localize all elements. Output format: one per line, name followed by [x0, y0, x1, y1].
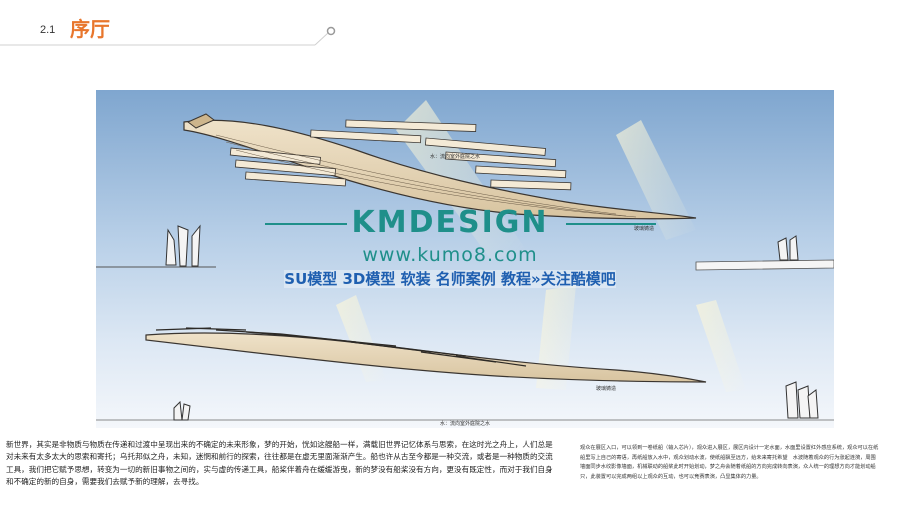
section-number: 2.1 — [40, 24, 56, 36]
slide-header: 2.1 序厅 — [0, 0, 900, 50]
bottom-figure-caption: 水：流向室外庭院之水 — [440, 421, 491, 427]
watermark-right-line — [566, 223, 656, 225]
section-title: 序厅 — [70, 17, 110, 41]
bottom-visitor-figures — [173, 381, 819, 421]
watermark-tagline: SU模型 3D模型 软装 名师案例 教程»关注酷模吧 — [0, 268, 900, 289]
top-ship-sketch — [183, 113, 697, 220]
ship-sketch-illustration — [96, 90, 834, 428]
top-material-label: 玻璃铸造 — [634, 226, 655, 232]
header-divider — [0, 26, 336, 46]
watermark-left-line — [265, 223, 347, 225]
bottom-ship-sketch — [145, 327, 707, 383]
top-visitor-figures — [165, 224, 799, 267]
interaction-description: 观众在展区入口，可以领到一卷纸船（输入芯片），观众进入展区，展区内设计一定水面，… — [580, 445, 879, 480]
bottom-material-label: 玻璃铸造 — [596, 386, 617, 392]
watermark-tagline-text: SU模型 3D模型 软装 名师案例 教程»关注酷模吧 — [284, 270, 616, 288]
watermark-url: www.kumo8.com — [362, 244, 538, 266]
concept-description: 新世界，其实是非物质与物质在传递和过渡中呈现出来的不确定的未来形象，梦的开始，恍… — [6, 440, 553, 487]
ship-sketch-figure: 水：流向室外庭院之水 玻璃铸造 玻璃铸造 水：流向室外庭院之水 — [96, 90, 834, 428]
top-figure-caption: 水：流向室外庭院之水 — [430, 154, 481, 160]
header-dot-icon — [326, 26, 336, 36]
watermark-brand: KMDESIGN — [351, 205, 549, 240]
